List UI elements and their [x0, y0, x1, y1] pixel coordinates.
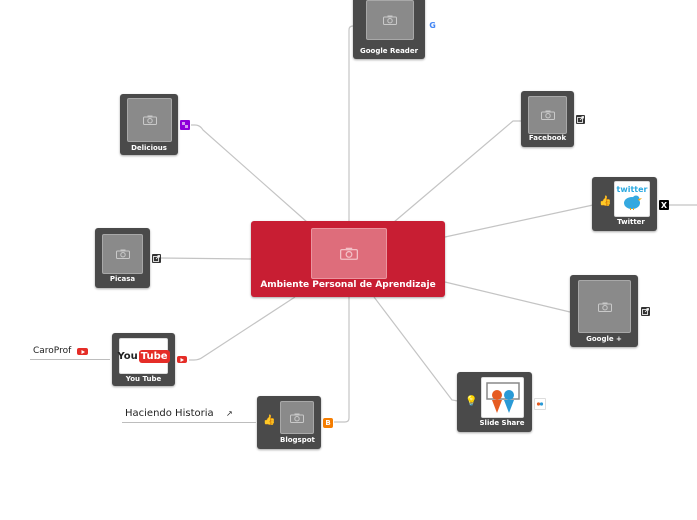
- play-glyph: [180, 357, 184, 362]
- image-placeholder: [102, 234, 143, 274]
- line-twitter: [444, 204, 594, 238]
- image-placeholder: [578, 280, 631, 333]
- external-link-glyph: [153, 255, 160, 262]
- node-label: Google Reader: [359, 47, 419, 55]
- image-placeholder: [366, 0, 414, 40]
- line-youtube: [189, 296, 296, 361]
- node-label: Slide Share: [479, 419, 525, 427]
- central-topic[interactable]: Ambiente Personal de Aprendizaje: [251, 221, 445, 297]
- line-picasa: [159, 257, 252, 260]
- line-google-reader: [348, 25, 354, 222]
- youtube-icon[interactable]: [177, 356, 187, 363]
- line-blogspot: [334, 297, 350, 423]
- node-delicious[interactable]: Delicious: [120, 94, 178, 155]
- camera-icon: [290, 413, 304, 423]
- image-placeholder: [528, 96, 567, 134]
- node-picasa[interactable]: Picasa: [95, 228, 150, 288]
- external-caroprof[interactable]: CaroProf: [33, 346, 72, 356]
- image-placeholder: [311, 228, 387, 279]
- node-label: Facebook: [528, 134, 567, 142]
- slideshare-icon[interactable]: [534, 398, 546, 410]
- external-link-glyph: [642, 308, 649, 315]
- twitter-logo: twitter: [614, 181, 650, 217]
- image-placeholder: [280, 401, 314, 434]
- node-label: You Tube: [125, 375, 162, 383]
- camera-icon: [115, 249, 130, 259]
- twitter-logo-text: twitter: [616, 184, 648, 194]
- node-slide-share[interactable]: 💡 Slide Share: [457, 372, 532, 432]
- youtube-logo-tube: Tube: [138, 349, 170, 363]
- slideshare-people-icon: [485, 381, 520, 413]
- camera-icon: [340, 247, 358, 260]
- node-blogspot[interactable]: 👍 Blogspot: [257, 396, 321, 449]
- lightbulb-icon: 💡: [465, 396, 478, 407]
- external-link-icon[interactable]: [576, 115, 585, 124]
- external-link-icon[interactable]: [152, 254, 161, 263]
- line-delicious: [191, 124, 308, 223]
- node-google-reader[interactable]: Google Reader: [353, 0, 425, 59]
- camera-icon: [383, 15, 397, 25]
- node-label: Twitter: [617, 218, 645, 226]
- delicious-icon[interactable]: [180, 120, 190, 130]
- play-glyph: [81, 349, 85, 354]
- thumbs-up-icon: 👍: [263, 415, 276, 426]
- node-google-plus[interactable]: Google +: [570, 275, 638, 347]
- line-google-plus: [444, 281, 571, 313]
- blogger-icon[interactable]: B: [323, 418, 333, 428]
- node-label: Google +: [586, 335, 622, 343]
- node-facebook[interactable]: Facebook: [521, 91, 574, 147]
- camera-icon: [597, 302, 612, 312]
- twitter-bird-icon: [624, 195, 642, 210]
- youtube-logo-you: You: [117, 350, 138, 362]
- external-haciendo-historia[interactable]: Haciendo Historia: [125, 408, 214, 419]
- delicious-glyph: [182, 122, 188, 128]
- google-icon: G: [428, 21, 437, 30]
- caroprof-underline: [30, 359, 110, 360]
- external-link-glyph: [577, 116, 584, 123]
- youtube-icon[interactable]: [77, 348, 88, 355]
- x-icon[interactable]: X: [659, 200, 669, 210]
- link-arrow-icon[interactable]: ↗: [226, 409, 233, 418]
- central-topic-title: Ambiente Personal de Aprendizaje: [260, 280, 436, 290]
- line-facebook: [393, 120, 521, 223]
- slideshare-logo: [481, 377, 524, 418]
- node-label: Picasa: [109, 275, 136, 283]
- thumbs-up-icon: 👍: [599, 196, 612, 207]
- node-label: Delicious: [131, 144, 167, 152]
- camera-icon: [540, 110, 555, 120]
- line-slide-share: [373, 296, 459, 402]
- node-twitter[interactable]: twitter 👍 Twitter: [592, 177, 657, 231]
- camera-icon: [142, 115, 157, 125]
- slideshare-glyph: [536, 402, 544, 406]
- image-placeholder: [127, 98, 172, 142]
- haciendo-historia-underline: [122, 422, 256, 423]
- node-label: Blogspot: [280, 436, 315, 444]
- external-link-icon[interactable]: [641, 307, 650, 316]
